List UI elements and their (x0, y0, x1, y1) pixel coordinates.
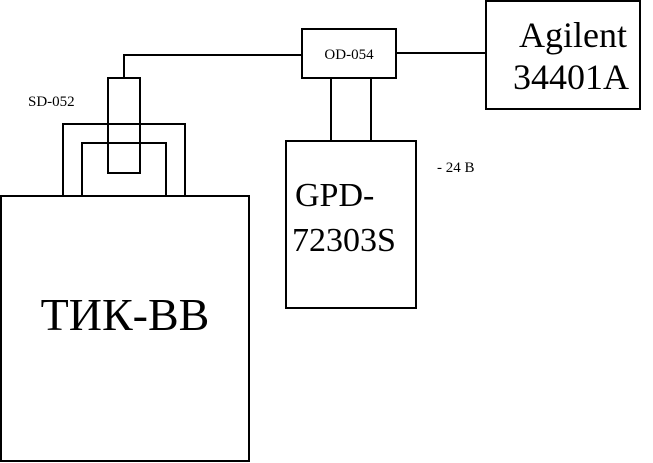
voltage-note: - 24 В (437, 160, 475, 176)
power-supply-box (285, 140, 417, 309)
converter-box (301, 28, 397, 79)
mount-bracket-inner (81, 142, 167, 196)
main-unit-box (0, 195, 250, 462)
main-unit-label: ТИК-ВВ (41, 289, 210, 340)
power-supply-label-line1: GPD- (295, 177, 374, 214)
connection-lines (123, 52, 486, 141)
multimeter-box (485, 0, 641, 110)
converter-label: OD-054 (324, 47, 374, 63)
sensor-to-converter-wire (123, 54, 302, 78)
sensor-label: SD-052 (28, 94, 75, 110)
mount-bracket-outer (62, 123, 186, 196)
sensor-body (107, 77, 141, 174)
multimeter-label-line2: 34401A (513, 57, 629, 97)
multimeter-label-line1: Agilent (519, 15, 627, 55)
power-supply-label-line2: 72303S (292, 222, 396, 259)
